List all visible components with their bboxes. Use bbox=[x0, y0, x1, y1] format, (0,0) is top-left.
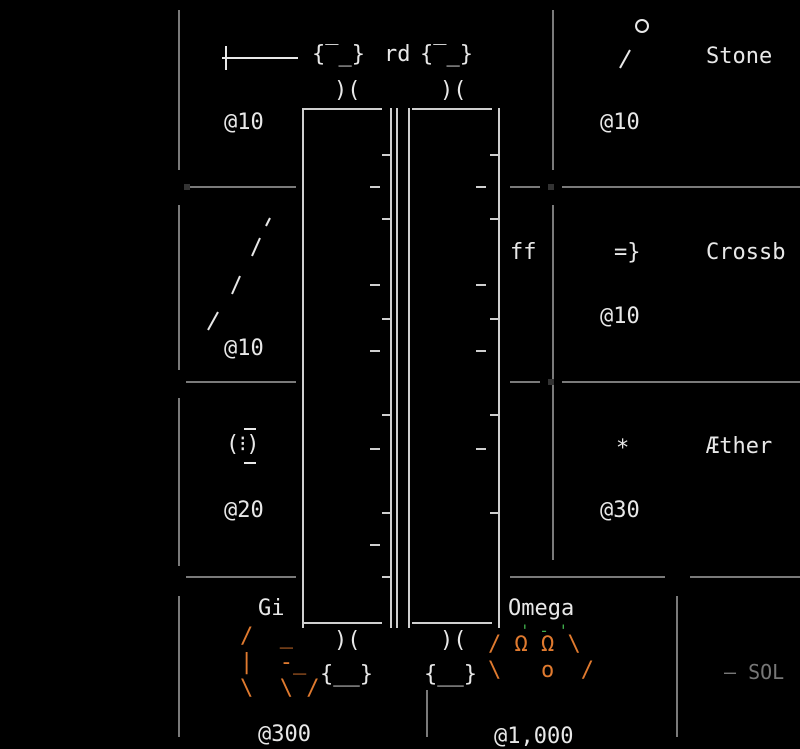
grid-divider bbox=[186, 576, 296, 578]
column-tick bbox=[476, 350, 486, 352]
tower-base-right: {__} bbox=[424, 662, 477, 687]
item-name: Gi bbox=[258, 596, 285, 621]
item-price: @300 bbox=[258, 722, 311, 747]
shop-item-sword[interactable]: @10 bbox=[200, 20, 300, 150]
item-name: Omega bbox=[508, 596, 575, 621]
grid-node bbox=[184, 184, 190, 190]
tower-joint: )( bbox=[334, 78, 361, 103]
grid-divider bbox=[178, 10, 180, 170]
tower: {‾_} rd {‾_} )( )( )( )( {__} {__} bbox=[300, 20, 510, 737]
omega-crown-icon: ' ‐ ' bbox=[520, 621, 569, 640]
column-tick bbox=[382, 154, 392, 156]
column-tick bbox=[370, 544, 380, 546]
item-price: @1,000 bbox=[494, 724, 574, 749]
column-top bbox=[302, 108, 382, 110]
grid-divider bbox=[510, 186, 540, 188]
column-tick bbox=[382, 576, 392, 578]
star-icon: * bbox=[616, 436, 630, 461]
grid-node bbox=[548, 379, 554, 385]
grid-divider bbox=[426, 690, 428, 737]
column-tick bbox=[476, 284, 486, 286]
item-price: @20 bbox=[224, 498, 264, 523]
grid-divider bbox=[562, 381, 800, 383]
column-tick bbox=[382, 512, 392, 514]
shop-item-aether[interactable]: * Æther @30 bbox=[590, 432, 800, 532]
tower-label: rd bbox=[384, 42, 411, 67]
shop-item-crossbow[interactable]: ff =} Crossb @10 bbox=[508, 238, 800, 338]
sold-label: – SOL bbox=[724, 660, 785, 684]
item-name: Crossb bbox=[706, 240, 786, 265]
shop-item-gi[interactable]: Gi / _ | ‐_ \ \ / @300 bbox=[236, 596, 416, 746]
column-bottom bbox=[412, 622, 492, 624]
column-edge bbox=[498, 108, 500, 628]
column-tick bbox=[370, 284, 380, 286]
column-tick bbox=[370, 350, 380, 352]
spear-icon bbox=[207, 217, 271, 331]
column-tick bbox=[490, 512, 500, 514]
column-tick bbox=[476, 186, 486, 188]
shop-item-stone[interactable]: Stone @10 bbox=[590, 14, 800, 144]
orb-icon: (⁝) bbox=[226, 432, 260, 457]
item-price: @30 bbox=[600, 498, 640, 523]
column-tick bbox=[490, 154, 500, 156]
column-edge bbox=[302, 108, 304, 628]
tower-cap-left: {‾_} bbox=[312, 42, 365, 67]
shop-item-spear[interactable]: @10 bbox=[200, 210, 295, 370]
grid-divider bbox=[510, 576, 665, 578]
grid-node bbox=[548, 184, 554, 190]
grid-divider bbox=[178, 596, 180, 737]
tower-base-left: {__} bbox=[320, 662, 373, 687]
shop-item-omega[interactable]: Omega ' ‐ ' / Ω Ω \ \ o / @1,000 bbox=[480, 596, 660, 748]
orb-cap bbox=[244, 428, 256, 430]
tower-joint: )( bbox=[440, 628, 467, 653]
column-bottom bbox=[302, 622, 382, 624]
grid-divider bbox=[552, 10, 554, 170]
column-edge bbox=[408, 108, 410, 628]
column-top bbox=[412, 108, 492, 110]
item-price: @10 bbox=[224, 110, 264, 135]
column-tick bbox=[370, 186, 380, 188]
column-tick bbox=[382, 218, 392, 220]
column-tick bbox=[382, 318, 392, 320]
grid-divider bbox=[510, 381, 540, 383]
tower-cap-right: {‾_} bbox=[420, 42, 473, 67]
tower-joint: )( bbox=[440, 78, 467, 103]
shop-item-orb[interactable]: (⁝) @20 bbox=[200, 420, 295, 530]
column-tick bbox=[490, 318, 500, 320]
grid-divider bbox=[676, 596, 678, 737]
item-name: Æther bbox=[706, 434, 773, 459]
item-suffix: ff bbox=[510, 240, 537, 265]
grid-divider bbox=[186, 186, 296, 188]
sling-icon bbox=[619, 19, 649, 69]
orb-base bbox=[244, 462, 256, 464]
item-price: @10 bbox=[600, 304, 640, 329]
grid-divider bbox=[178, 205, 180, 370]
column-edge bbox=[390, 108, 392, 628]
column-tick bbox=[476, 448, 486, 450]
grid-divider bbox=[178, 398, 180, 566]
grid-divider bbox=[690, 576, 800, 578]
omega-face-icon: / Ω Ω \ \ o / bbox=[488, 632, 594, 683]
item-name: Stone bbox=[706, 44, 773, 69]
item-price: @10 bbox=[600, 110, 640, 135]
column-tick bbox=[490, 414, 500, 416]
creature-icon: / _ | ‐_ \ \ / bbox=[240, 624, 320, 701]
grid-divider bbox=[562, 186, 800, 188]
shop-item-sold[interactable]: – SOL bbox=[720, 662, 800, 692]
sword-icon bbox=[222, 46, 298, 70]
column-tick bbox=[370, 448, 380, 450]
crossbow-icon: =} bbox=[614, 240, 641, 265]
column-tick bbox=[382, 414, 392, 416]
column-edge bbox=[396, 108, 398, 628]
item-price: @10 bbox=[224, 336, 264, 361]
grid-divider bbox=[186, 381, 296, 383]
tower-joint: )( bbox=[334, 628, 361, 653]
column-tick bbox=[490, 218, 500, 220]
